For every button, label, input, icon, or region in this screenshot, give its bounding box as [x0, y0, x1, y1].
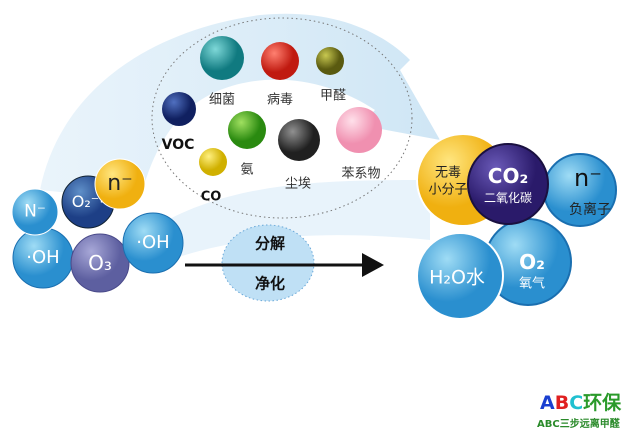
co-label: CO	[200, 189, 222, 205]
decompose-label: 分解	[254, 234, 286, 253]
ozone-ball	[70, 233, 130, 293]
flow-arrow-lower	[150, 180, 430, 260]
brand-logo: ABC环保	[540, 394, 621, 413]
dust-label: 尘埃	[284, 176, 312, 192]
logo-letter-a: A	[540, 392, 555, 414]
co2-name-label: 二氧化碳	[483, 191, 533, 205]
process-arrow-head	[362, 253, 384, 277]
co-ball	[199, 148, 227, 176]
co2-ball	[467, 143, 549, 225]
formaldehyde-ball	[316, 47, 344, 75]
formaldehyde-label: 甲醛	[319, 88, 347, 104]
voc-label: VOC	[161, 137, 195, 153]
n-ion-label: N⁻	[24, 201, 46, 222]
process-ellipse	[221, 224, 315, 302]
neg-ion-ball	[94, 158, 146, 210]
ozone-label: O₃	[88, 251, 112, 275]
hydroxyl-label-1: ·OH	[26, 247, 60, 268]
water-label: H₂O水	[429, 266, 485, 289]
virus-ball	[261, 42, 299, 80]
ammonia-ball	[228, 111, 266, 149]
logo-letter-c: C	[569, 392, 584, 414]
small-molecule-label: 小分子	[428, 182, 468, 198]
logo-brand-text: 环保	[583, 392, 622, 414]
purify-label: 净化	[254, 274, 286, 293]
bacteria-label: 细菌	[208, 92, 236, 108]
nontoxic-label: 无毒	[434, 165, 462, 181]
water-ball	[416, 232, 504, 320]
benzene-label: 苯系物	[341, 166, 381, 182]
n-ion-ball	[11, 188, 59, 236]
neg-ion-label: n⁻	[107, 171, 133, 196]
hydroxyl-ball-right	[122, 212, 184, 274]
pollutant-boundary	[151, 17, 413, 219]
o2-name-label: 氧气	[518, 276, 546, 292]
neg-ion-name-label: 负离子	[569, 202, 611, 218]
superoxide-label: O₂⁻·	[71, 192, 105, 211]
benzene-ball	[336, 107, 382, 153]
voc-ball	[162, 92, 196, 126]
logo-tagline: ABC三步远离甲醛	[537, 419, 620, 430]
dust-ball	[278, 119, 320, 161]
o2-label: O₂	[519, 250, 545, 274]
hydroxyl-label-2: ·OH	[136, 232, 170, 253]
neg-ion-product-label: n⁻	[574, 164, 602, 192]
virus-label: 病毒	[266, 92, 294, 108]
co2-label: CO₂	[487, 164, 529, 188]
ammonia-label: 氨	[240, 162, 254, 178]
bacteria-ball	[200, 36, 244, 80]
logo-letter-b: B	[554, 392, 570, 414]
